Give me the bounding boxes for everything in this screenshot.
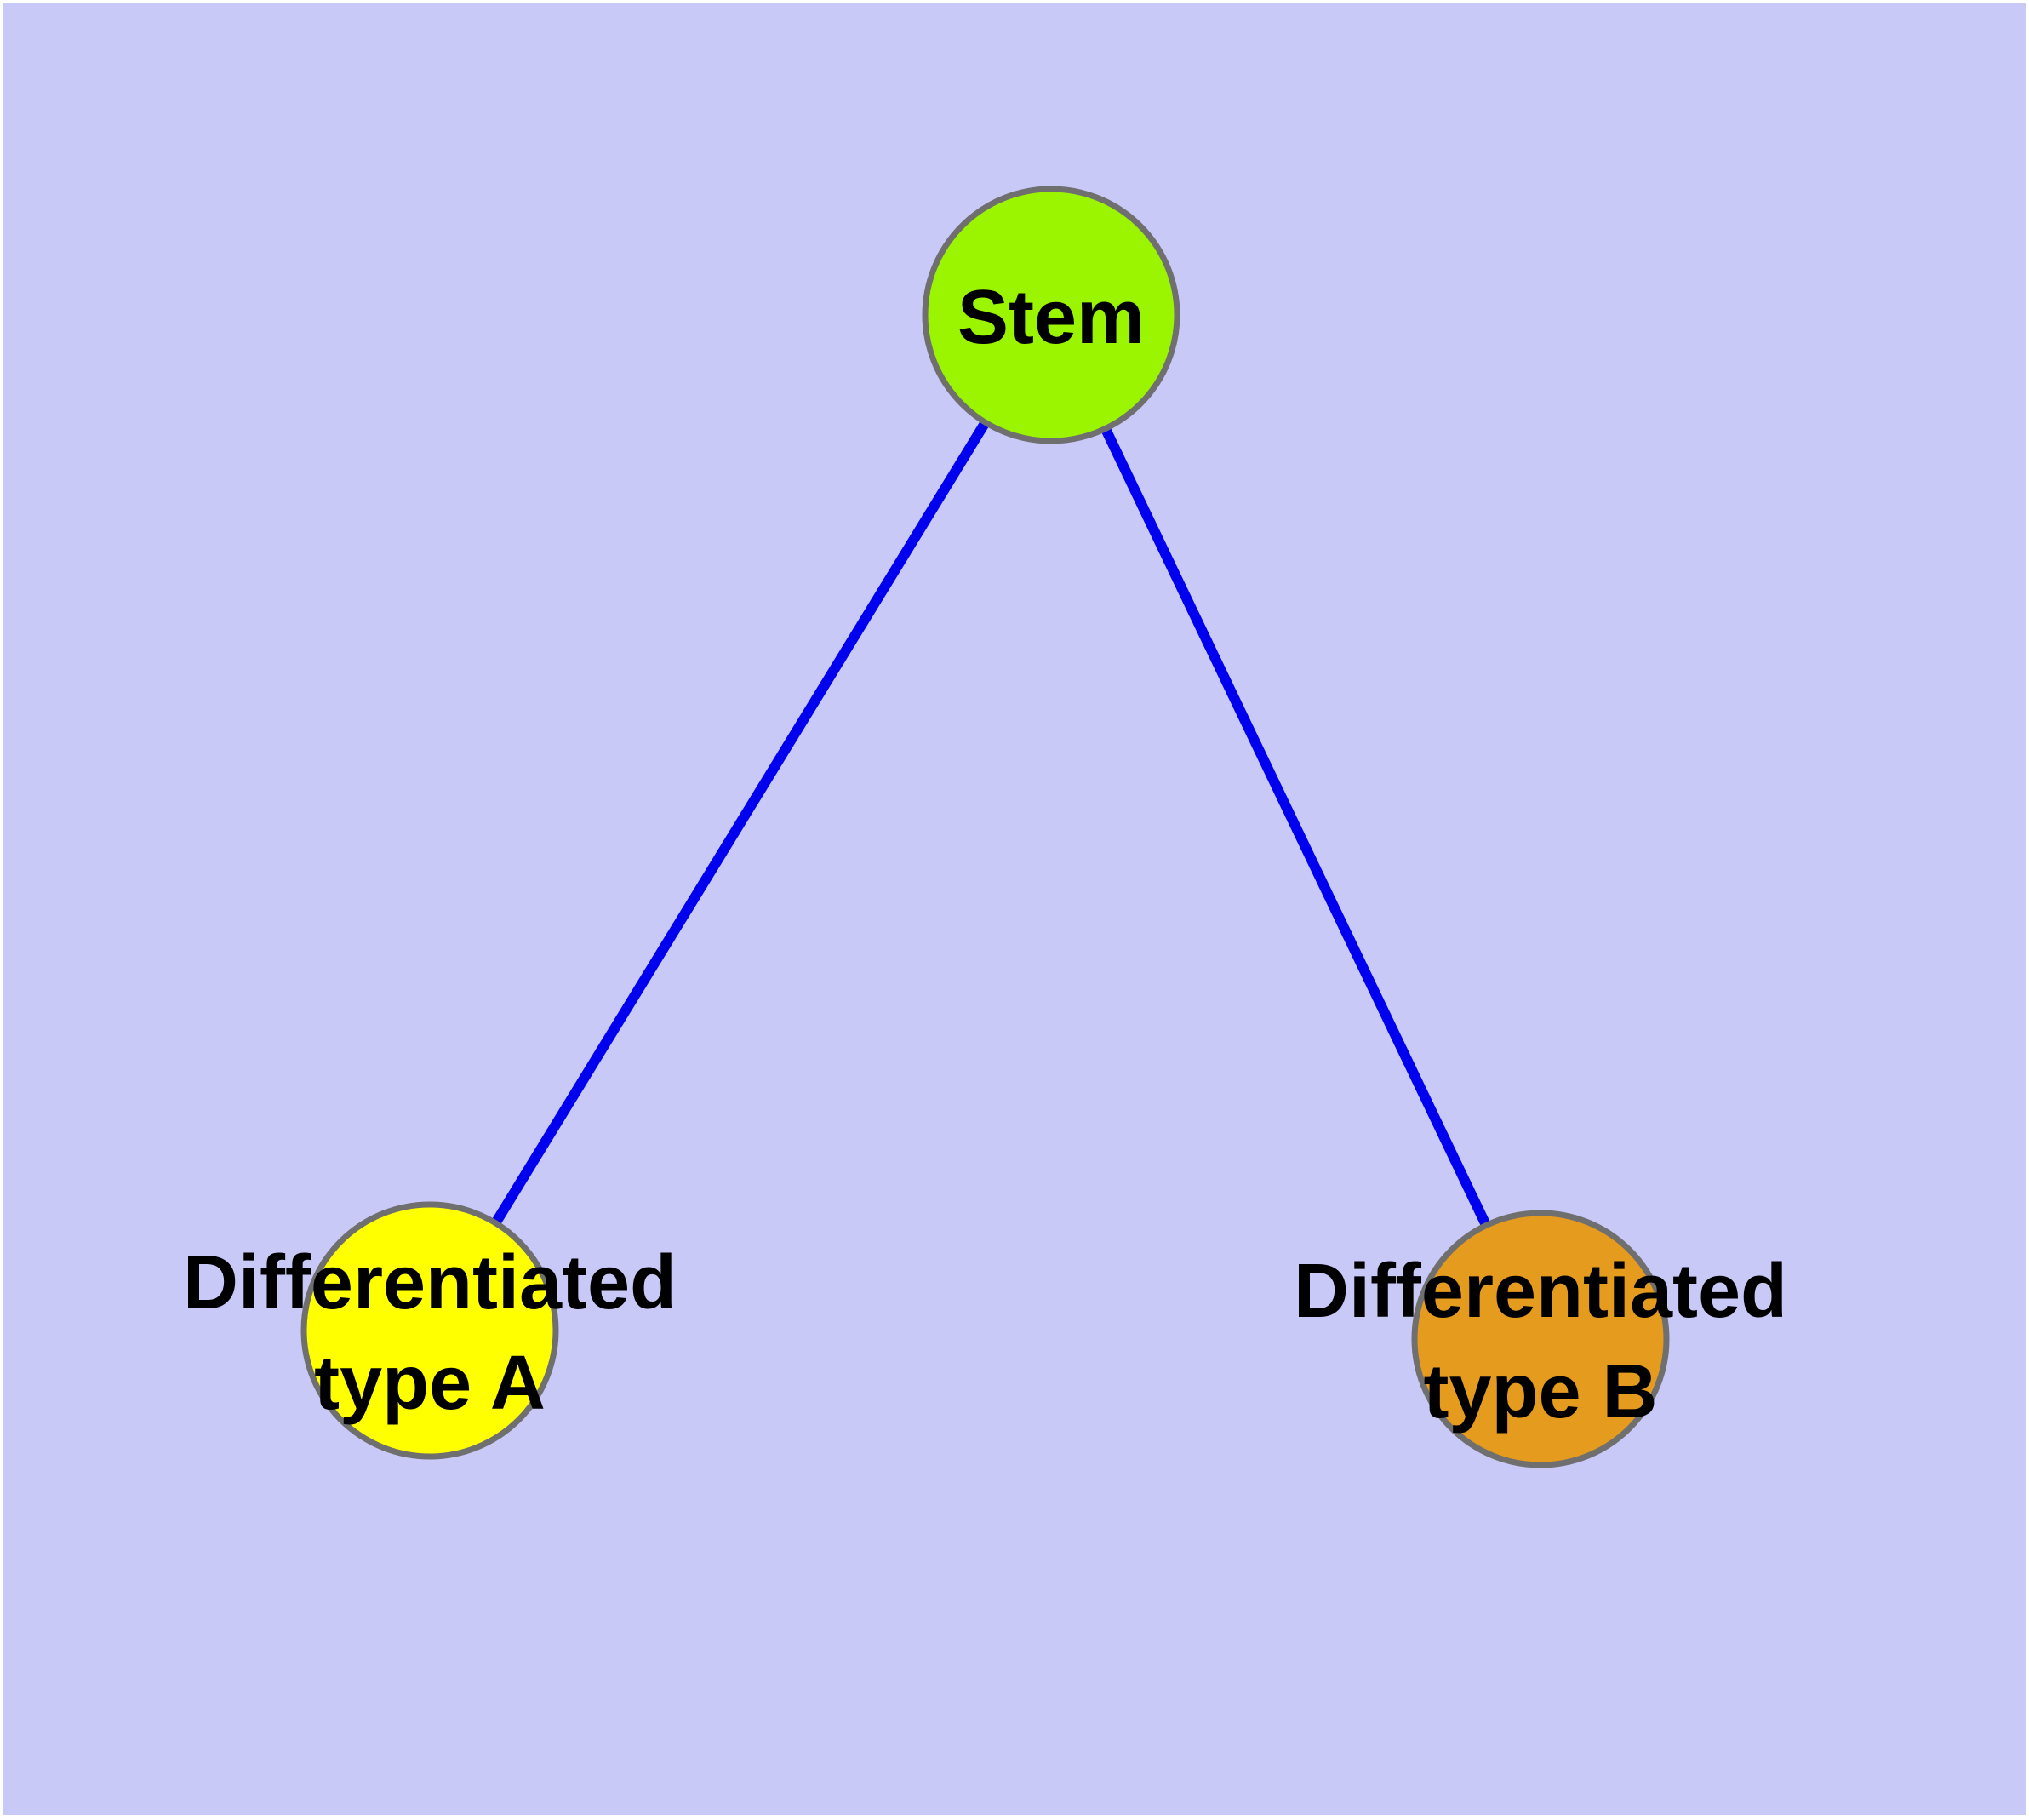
node-type-b-circle (1411, 1210, 1670, 1468)
node-type-a-label-line1: Differentiated (183, 1240, 677, 1325)
node-type-b-label-line2: type B (1423, 1349, 1657, 1434)
node-stem-label: Stem (957, 275, 1145, 360)
node-type-b-label-line1: Differentiated (1294, 1249, 1787, 1334)
node-stem-circle (922, 186, 1180, 444)
node-type-a-circle (300, 1201, 559, 1460)
edge-stem-to-type-b (1046, 312, 1546, 1342)
node-type-a-label-line2: type A (314, 1341, 546, 1426)
edge-stem-to-type-a (425, 312, 1056, 1334)
